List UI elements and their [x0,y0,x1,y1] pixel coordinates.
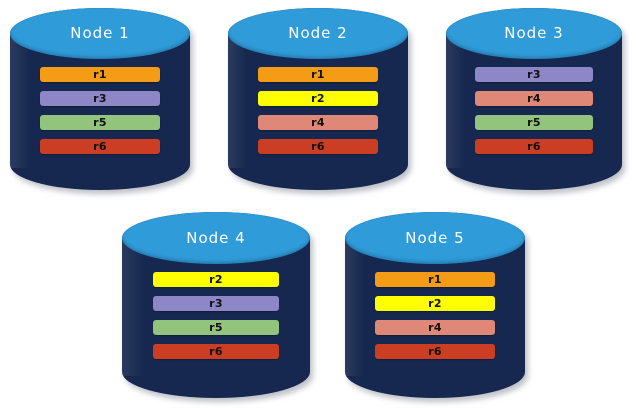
replica-label: r3 [209,297,223,310]
replica-label: r4 [428,321,442,334]
replica-bar-r4[interactable]: r4 [475,91,593,106]
replica-bar-r4[interactable]: r4 [258,115,378,130]
replica-list: r1 r2 r4 r6 [345,212,525,398]
replica-bar-r6[interactable]: r6 [153,344,279,359]
replica-label: r3 [527,68,541,81]
replica-bar-r2[interactable]: r2 [258,91,378,106]
replica-label: r6 [93,140,107,153]
replica-label: r2 [209,273,223,286]
replica-list: r2 r3 r5 r6 [122,212,310,398]
replica-bar-r5[interactable]: r5 [40,115,160,130]
replica-list: r3 r4 r5 r6 [446,8,622,190]
cylinder-top-disc [10,8,190,59]
replica-bar-r6[interactable]: r6 [258,139,378,154]
replica-bar-r5[interactable]: r5 [475,115,593,130]
replica-label: r2 [311,92,325,105]
replica-bar-r6[interactable]: r6 [375,344,495,359]
replica-label: r4 [527,92,541,105]
replica-label: r6 [527,140,541,153]
replica-label: r1 [93,68,107,81]
replica-label: r1 [311,68,325,81]
cylinder-top-disc [345,212,525,265]
replica-label: r5 [209,321,223,334]
replica-bar-r2[interactable]: r2 [153,272,279,287]
replica-label: r3 [93,92,107,105]
replica-bar-r6[interactable]: r6 [475,139,593,154]
replica-label: r6 [428,345,442,358]
cylinder-top-disc [446,8,622,59]
replica-bar-r1[interactable]: r1 [375,272,495,287]
replica-bar-r6[interactable]: r6 [40,139,160,154]
replica-bar-r1[interactable]: r1 [258,67,378,82]
replica-bar-r3[interactable]: r3 [153,296,279,311]
replica-label: r2 [428,297,442,310]
replica-list: r1 r2 r4 r6 [228,8,408,190]
replica-bar-r4[interactable]: r4 [375,320,495,335]
replica-bar-r3[interactable]: r3 [475,67,593,82]
replica-list: r1 r3 r5 r6 [10,8,190,190]
cylinder-top-disc [228,8,408,59]
replica-bar-r3[interactable]: r3 [40,91,160,106]
replica-bar-r5[interactable]: r5 [153,320,279,335]
cylinder-top-disc [122,212,310,265]
replica-label: r5 [527,116,541,129]
replica-label: r6 [311,140,325,153]
replica-label: r1 [428,273,442,286]
replica-label: r6 [209,345,223,358]
replica-bar-r1[interactable]: r1 [40,67,160,82]
replica-label: r5 [93,116,107,129]
replica-label: r4 [311,116,325,129]
replica-bar-r2[interactable]: r2 [375,296,495,311]
